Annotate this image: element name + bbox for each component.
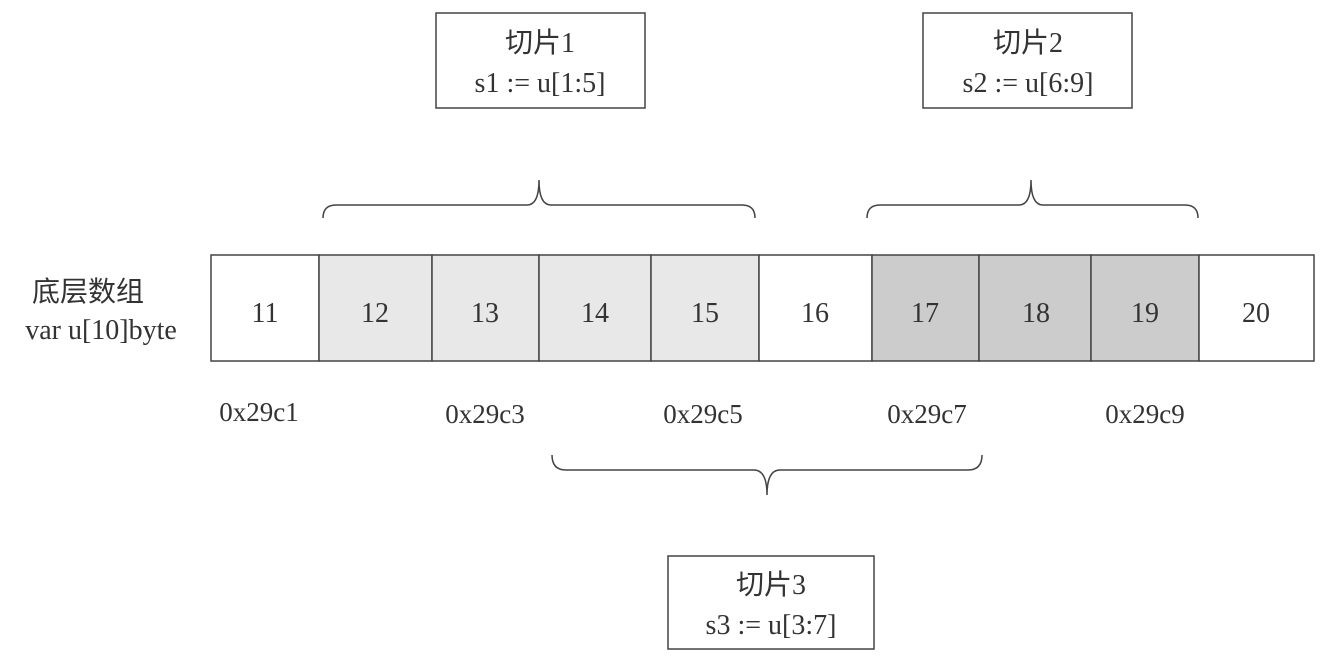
array-cell-2-value: 13 (471, 298, 499, 329)
array-cell-8-box (1090, 254, 1200, 362)
array-cell-0-box (210, 254, 320, 362)
address-label-2: 0x29c5 (663, 399, 742, 429)
array-cell-9-value: 20 (1242, 298, 1270, 329)
array-cell-1-box (318, 254, 433, 362)
slice-3-brace (551, 454, 983, 496)
array-cell-4: 15 (650, 254, 760, 362)
slice-2-brace (866, 179, 1199, 219)
array-cell-6: 17 (871, 254, 980, 362)
array-cell-2: 13 (431, 254, 540, 362)
slice-2-box: 切片2 s2 := u[6:9] (922, 12, 1133, 109)
slice-1-brace (322, 179, 756, 219)
array-cell-8: 19 (1090, 254, 1200, 362)
array-cell-8-value: 19 (1131, 298, 1159, 329)
array-cell-1: 12 (318, 254, 433, 362)
array-label-title: 底层数组 (32, 276, 144, 308)
array-cell-5: 16 (758, 254, 873, 362)
array-cells: 11 12 13 14 15 16 17 18 (210, 254, 1315, 362)
slice-1-box: 切片1 s1 := u[1:5] (435, 12, 646, 109)
slice-3-title: 切片3 (736, 569, 806, 601)
address-label-1: 0x29c3 (445, 399, 524, 429)
slice-3-frame (667, 555, 875, 650)
array-cell-3-box (538, 254, 652, 362)
memory-addresses: 0x29c1 0x29c3 0x29c5 0x29c7 0x29c9 (219, 397, 1184, 429)
array-cell-5-value: 16 (801, 298, 829, 329)
array-cell-0: 11 (210, 254, 320, 362)
slice-2-title: 切片2 (993, 27, 1063, 59)
array-cell-3: 14 (538, 254, 652, 362)
array-cell-7-box (978, 254, 1092, 362)
array-cell-0-value: 11 (252, 298, 279, 329)
address-label-4: 0x29c9 (1105, 399, 1184, 429)
address-label-3: 0x29c7 (887, 399, 966, 429)
slice-1-expr: s1 := u[1:5] (475, 68, 606, 99)
array-cell-9: 20 (1198, 254, 1315, 362)
array-cell-5-box (758, 254, 873, 362)
array-cell-7: 18 (978, 254, 1092, 362)
slice-2-expr: s2 := u[6:9] (963, 68, 1094, 99)
array-cell-4-value: 15 (691, 298, 719, 329)
slice-3-expr: s3 := u[3:7] (706, 610, 837, 641)
array-cell-4-box (650, 254, 760, 362)
array-cell-1-value: 12 (361, 298, 389, 329)
address-label-0: 0x29c1 (219, 397, 298, 427)
array-cell-7-value: 18 (1022, 298, 1050, 329)
slice-1-title: 切片1 (505, 27, 575, 59)
array-cell-9-box (1198, 254, 1315, 362)
array-label-declaration: var u[10]byte (25, 315, 177, 346)
array-cell-3-value: 14 (581, 298, 609, 329)
slice-3-box: 切片3 s3 := u[3:7] (667, 555, 875, 650)
slice-2-frame (922, 12, 1133, 109)
array-cell-6-box (871, 254, 980, 362)
array-cell-2-box (431, 254, 540, 362)
slice-1-frame (435, 12, 646, 109)
array-cell-6-value: 17 (911, 298, 939, 329)
